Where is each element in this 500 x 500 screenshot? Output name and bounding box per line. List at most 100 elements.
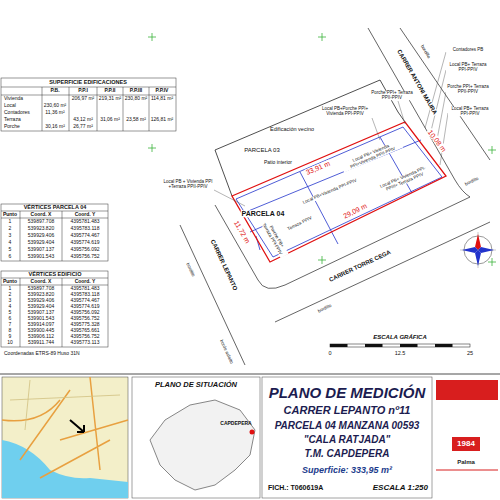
table-cell: 539906.112 [28,334,54,339]
use-label: Local PB+Vivienda PPI-PPIV [300,177,361,206]
table-cell: 230,80 m² [125,96,148,101]
table-cell: 3 [9,233,12,238]
table-header: Coord. X [31,212,52,217]
table-header: Coord. Y [75,279,96,284]
table-cell: 2 [9,226,12,231]
island-outline [150,400,255,490]
table-cell: 539897.708 [28,219,54,224]
use-label: Local PB + Vivienda PPI +Terraza PPII-PP… [162,180,214,189]
use-label: Porche PPI+ Terraza PPII-PPIV [446,85,490,94]
table-header: Punto [3,279,17,284]
table-cell: 539929.406 [28,233,54,238]
table-header: P.P.I [78,88,88,93]
table-cell: 1 [9,286,12,291]
table-cell: 4395783.118 [71,226,100,231]
area-total: Superficie: 333,95 m² [302,465,392,475]
logo-text: 1984 [457,440,475,448]
note: Coordenadas ETRS-89 Huso 31N [4,351,80,356]
table-cell: 4395774.467 [70,233,99,238]
table-cell: 539897.708 [28,286,54,291]
street-name: CARRER LEPANTO [209,238,239,293]
dimension: 10,08 m [426,128,448,154]
table-cell: 4395783.118 [71,292,100,297]
table-grid [1,78,176,347]
situation-frame [132,377,260,498]
table-cell: 30,16 m² [45,124,65,129]
table-header: P.P.IV [156,88,169,93]
sheet-title: PLANO DE MEDICIÓN [269,384,426,401]
table-cell: 539929.404 [28,304,54,309]
curb-label: borde asfalto [218,338,234,365]
table-cell: 5 [9,310,12,315]
parcel-boundary [232,122,446,262]
table-title: SUPERFICIE EDIFICACIONES [49,80,127,86]
use-label: Local PB+ Terraza PPI-PPIV [448,107,492,116]
table-cell: 4395765.661 [70,328,99,333]
grid-cross [148,33,496,266]
scale-title: ESCALA GRÁFICA [373,334,426,340]
table-cell: 11,36 m² [45,110,64,115]
scale-bar [330,344,470,347]
title-line: PARCELA 04 MANZANA 00593 [275,420,420,431]
street-name: CARRER ANTONI MAURA [395,48,438,117]
use-label: Porche PPI+ Terraza PPII-PPIV [368,91,416,100]
use-label: Terraza PPIV [286,216,314,233]
table-cell: 26,77 m² [73,124,93,129]
table-cell: 4395774.619 [70,304,99,309]
dimension: 33,91 m [304,159,332,176]
town-label: CAPDEPERA [220,421,251,426]
use-label: Contadores PB [446,48,490,53]
table-cell: 23,58 m² [126,117,146,122]
table-cell: 4395756.752 [70,254,99,259]
table-cell: Porche [4,124,20,129]
use-label: Local PB+ Terraza PPI-PPIV [446,63,490,72]
curb-label: bordillo [184,262,195,279]
table-cell: 4 [9,304,12,309]
parcel-name: PARCELA 04 [241,210,286,217]
table-cell: 3 [9,298,12,303]
table-cell: 4395756.752 [70,316,99,321]
table-cell: 4395774.619 [70,240,99,245]
table-cell: 539907.137 [28,247,54,252]
table-cell: 539923.820 [28,226,54,231]
table-header: Coord. X [31,279,52,284]
north-arrow [460,232,496,268]
title-line: CARRER LEPANTO nº11 [284,404,411,416]
table-cell: 6 [9,254,12,259]
title-line: T.M. CAPDEPERA [305,448,390,459]
table-cell: 2 [9,292,12,297]
table-cell: 4395756.752 [70,334,99,339]
table-cell: Contadores [4,110,30,115]
scale-tick: 0 [328,351,331,357]
table-cell: 9 [9,334,12,339]
table-cell: 539911.744 [28,340,54,345]
table-cell: 126,81 m² [151,117,174,122]
building-outline [236,127,442,257]
table-header: Punto [3,212,17,217]
table-cell: 539914.097 [28,322,54,327]
curb-label: bordillo [464,176,481,187]
scale-ratio: ESCALA 1:250 [373,484,428,492]
table-header: P.B. [50,88,59,93]
title-block [262,377,432,498]
table-cell: 7 [9,322,12,327]
use-label: Local PB+ Vivienda PPI-PPIII+ Terraza PP… [378,165,430,194]
street-curb [180,28,490,365]
table-cell: 539900.445 [28,328,54,333]
street-name: CARRER TORRE CEGA [327,249,392,284]
scale-tick: 12.5 [395,351,406,357]
location-dot [250,430,255,435]
table-cell: 539901.543 [28,254,54,259]
table-cell: 539929.404 [28,240,54,245]
dimension: 29,09 m [341,202,369,221]
table-cell: 6 [9,316,12,321]
table-cell: 4395781.483 [70,219,99,224]
table-cell: 4395775.328 [70,322,99,327]
company-logo [436,380,498,470]
table-cell: 1 [9,219,12,224]
table-cell: 539929.406 [28,298,54,303]
table-header: P.P.II [105,88,116,93]
table-cell: 4395774.467 [70,298,99,303]
table-cell: 10 [7,340,13,345]
title-line: "CALA RATJADA" [304,434,391,445]
